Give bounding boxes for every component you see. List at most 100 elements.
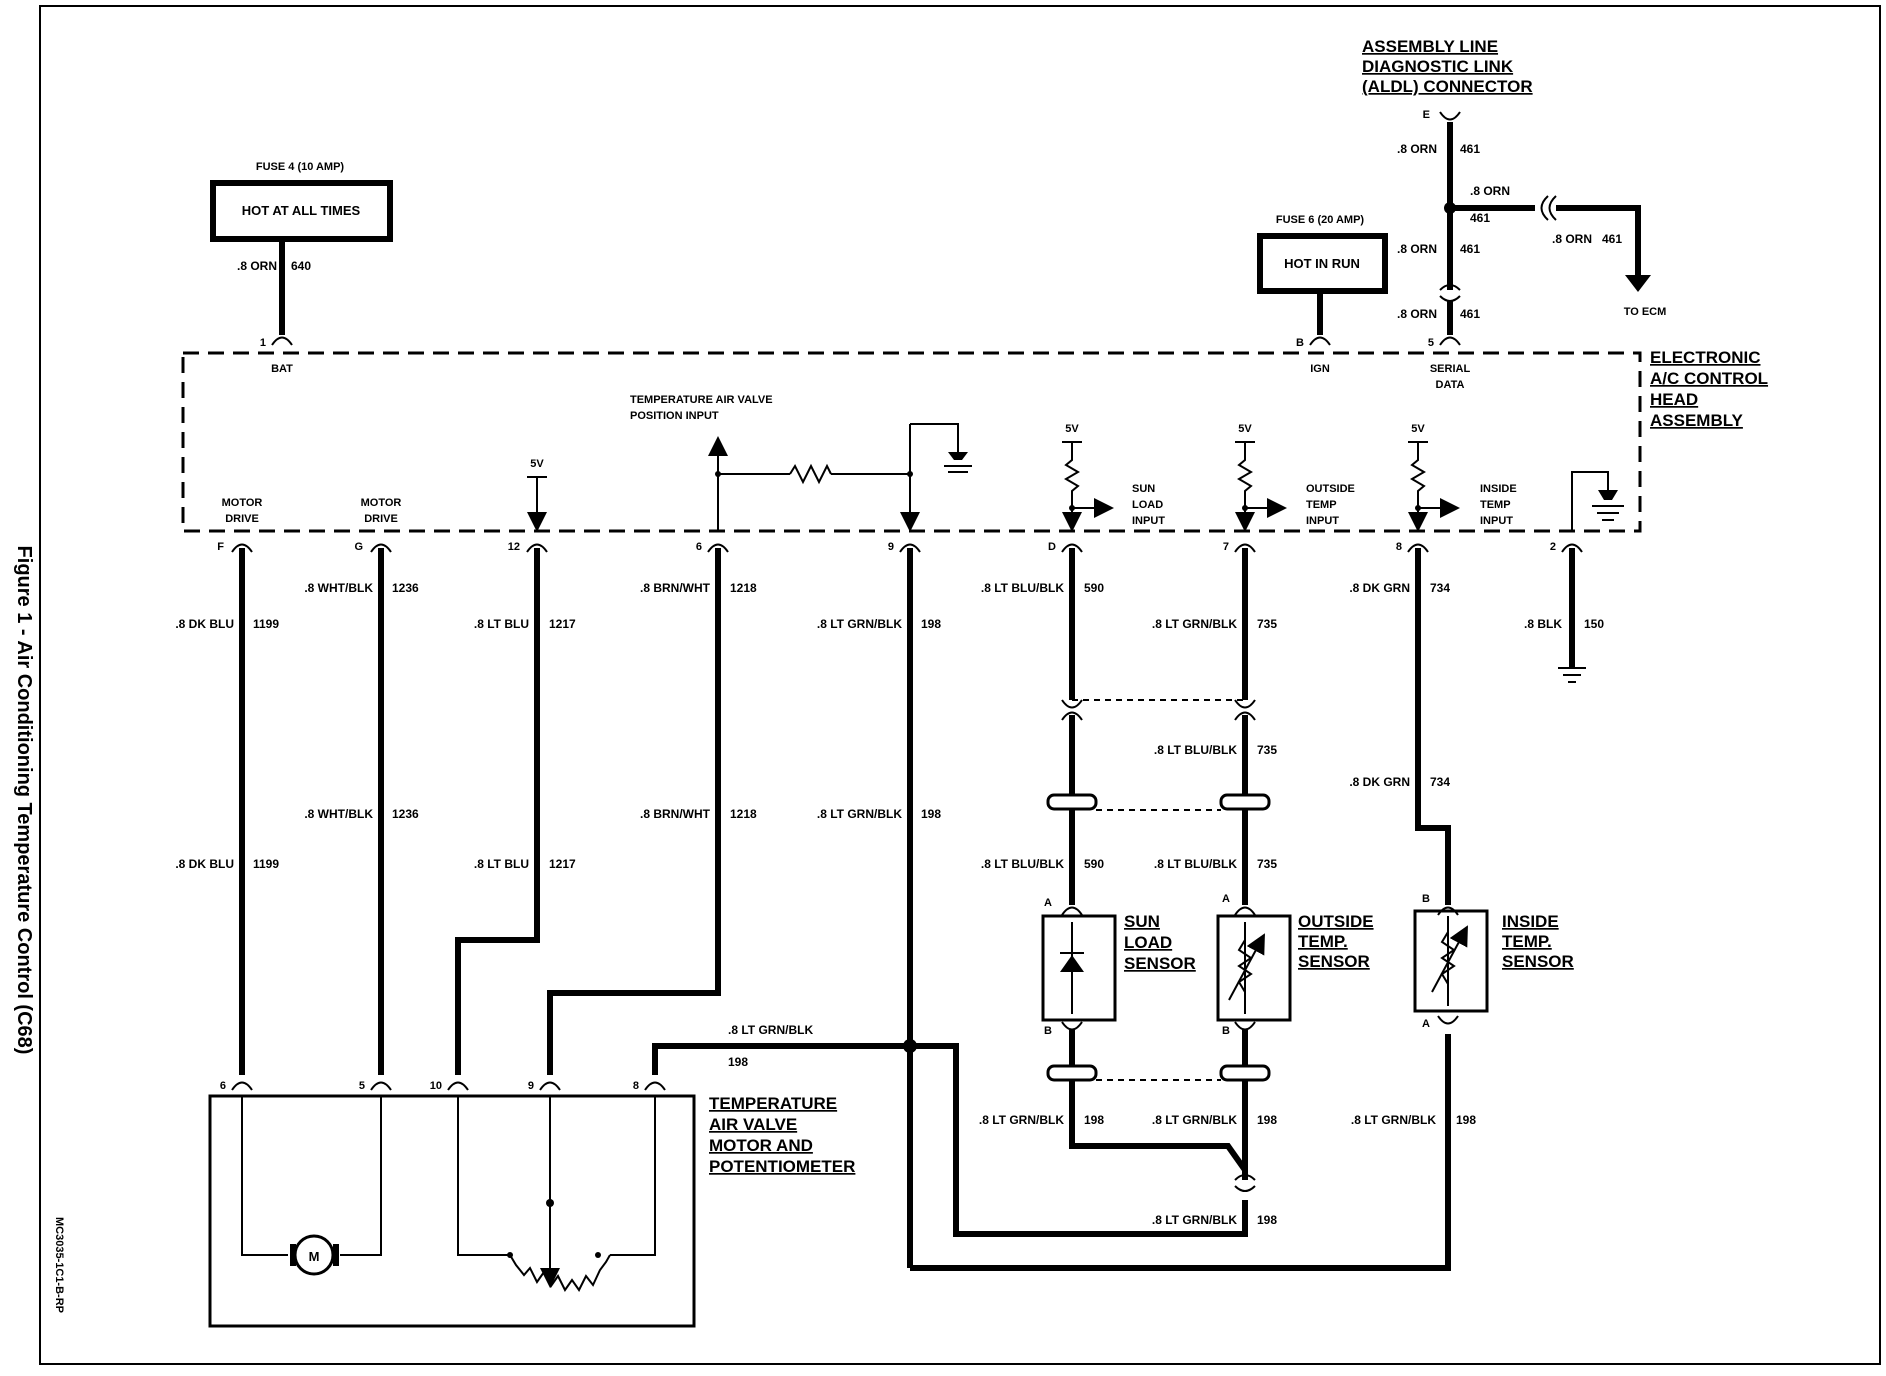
grommet-590-top [1046, 793, 1098, 811]
wire-735-circuit-3: 735 [1257, 857, 1277, 871]
motor-brush-left [290, 1244, 296, 1266]
pin-bat-label: BAT [271, 363, 293, 375]
out-sensor-title-2: TEMP. [1298, 932, 1348, 951]
wire-198-motor [652, 1043, 910, 1075]
wire-735-color-3: .8 LT BLU/BLK [1154, 857, 1237, 871]
connector-590-a [1061, 699, 1083, 709]
wire-735-circuit-1: 735 [1257, 617, 1277, 631]
wire-198-sun-return [1069, 1080, 1248, 1172]
sun-pullup [1062, 442, 1082, 532]
aldl-title-2: DIAGNOSTIC LINK [1362, 57, 1514, 76]
sun-input-3: INPUT [1132, 515, 1165, 527]
wire-1218-circuit-2: 1218 [730, 807, 757, 821]
serial-label-1: SERIAL [1430, 363, 1471, 375]
motor-icon [293, 1234, 335, 1276]
ins-sensor-a: A [1422, 1018, 1430, 1030]
wire-1236-color-1: .8 WHT/BLK [304, 581, 373, 595]
fuse4-box [210, 180, 393, 242]
out-sensor-thermistor-arrow [1228, 933, 1265, 1001]
wire-461-circuit-4: 461 [1602, 232, 1622, 246]
wire-198-color-1: .8 LT GRN/BLK [817, 617, 902, 631]
wire-1218-color-2: .8 BRN/WHT [640, 807, 711, 821]
pin2-ground-wire [1571, 471, 1609, 530]
wire-198-circuit-1: 198 [921, 617, 941, 631]
fuse6-box-text: HOT IN RUN [1284, 256, 1360, 271]
out-pullup [1235, 442, 1255, 532]
wire-1217-circuit-2: 1217 [549, 857, 576, 871]
wire-461-color-5: .8 ORN [1397, 307, 1437, 321]
pin-g-label: G [354, 541, 363, 553]
wire-1218 [547, 548, 721, 1075]
pot-resistor [509, 1254, 611, 1292]
connector-pin-6 [707, 543, 729, 553]
pot-circuit [457, 1096, 656, 1256]
motor-pin-5-label: 5 [359, 1080, 365, 1092]
wire-1218-circuit-1: 1218 [730, 581, 757, 595]
sun-input-2: LOAD [1132, 499, 1163, 511]
wire-590-circuit-2: 590 [1084, 857, 1104, 871]
pot-wiper-node [546, 1199, 554, 1207]
wire-1217 [455, 548, 540, 1075]
motor-drive-g-2: DRIVE [364, 513, 398, 525]
to-ecm-label: TO ECM [1624, 306, 1667, 318]
connector-590-b [1061, 711, 1083, 721]
aldl-title-3: (ALDL) CONNECTOR [1362, 77, 1533, 96]
motor-pin-9-label: 9 [528, 1080, 534, 1092]
pin-1-label: 1 [260, 337, 266, 349]
pin12-5v: 5V [530, 458, 544, 470]
pin-12-label: 12 [508, 541, 520, 553]
sun-5v: 5V [1065, 423, 1079, 435]
pin-b-label: B [1296, 337, 1304, 349]
pot-node-right [595, 1252, 601, 1258]
wire-1217-circuit-1: 1217 [549, 617, 576, 631]
sun-sensor-b: B [1044, 1025, 1052, 1037]
pot-node-left [507, 1252, 513, 1258]
ins-input-2: TEMP [1480, 499, 1511, 511]
serial-label-2: DATA [1436, 379, 1465, 391]
wire-461-color-3: .8 ORN [1397, 242, 1437, 256]
tav-ground-wire [910, 423, 959, 452]
motor-pin-8-label: 8 [633, 1080, 639, 1092]
out-sensor-title-3: SENSOR [1298, 952, 1370, 971]
tav-resistor [789, 463, 832, 485]
wire-198-color-4: .8 LT GRN/BLK [979, 1113, 1064, 1127]
pin-7-label: 7 [1223, 541, 1229, 553]
wire-198-circuit-2: 198 [921, 807, 941, 821]
wire-1199-color-2: .8 DK BLU [175, 857, 234, 871]
pin-2-label: 2 [1550, 541, 1556, 553]
wire-1236-color-2: .8 WHT/BLK [304, 807, 373, 821]
motor-symbol: M [309, 1249, 320, 1264]
pin-d-label: D [1048, 541, 1056, 553]
wire-198-circuit-4: 198 [1084, 1113, 1104, 1127]
wire-461-circuit-1: 461 [1460, 142, 1480, 156]
head-title-3: HEAD [1650, 390, 1698, 409]
wire-198-color-2: .8 LT GRN/BLK [817, 807, 902, 821]
grommet-198-out [1219, 1064, 1271, 1082]
wire-1218-color-1: .8 BRN/WHT [640, 581, 711, 595]
ins-input-1: INSIDE [1480, 483, 1517, 495]
out-input-3: INPUT [1306, 515, 1339, 527]
wire-461-color-2: .8 ORN [1470, 184, 1510, 198]
ins-sensor-pin-a [1437, 1015, 1459, 1025]
wire-1236-circuit-2: 1236 [392, 807, 419, 821]
figure-code: MC3035-1C1-B-RP [53, 1217, 65, 1313]
motor-pin-10-label: 10 [430, 1080, 442, 1092]
head-title-1: ELECTRONIC [1650, 348, 1761, 367]
wire-735-color-1: .8 LT GRN/BLK [1152, 617, 1237, 631]
wire-1217-color-2: .8 LT BLU [474, 857, 529, 871]
wire-1199-circuit-2: 1199 [253, 857, 279, 871]
aldl-connector [1439, 111, 1461, 121]
connector-pin-2 [1561, 543, 1583, 553]
motor-pin-8 [644, 1081, 666, 1091]
wire-198-color-5: .8 LT GRN/BLK [1152, 1113, 1237, 1127]
sun-input-1: SUN [1132, 483, 1155, 495]
motor-pin-10 [447, 1081, 469, 1091]
out-input-1: OUTSIDE [1306, 483, 1355, 495]
wire-198-circuit-6: 198 [1456, 1113, 1476, 1127]
wire-734-color-1: .8 DK GRN [1349, 581, 1410, 595]
aldl-pin-e: E [1423, 109, 1430, 121]
pin-ign-label: IGN [1310, 363, 1330, 375]
motor-title-2: AIR VALVE [709, 1115, 797, 1134]
pin-6-label: 6 [696, 541, 702, 553]
